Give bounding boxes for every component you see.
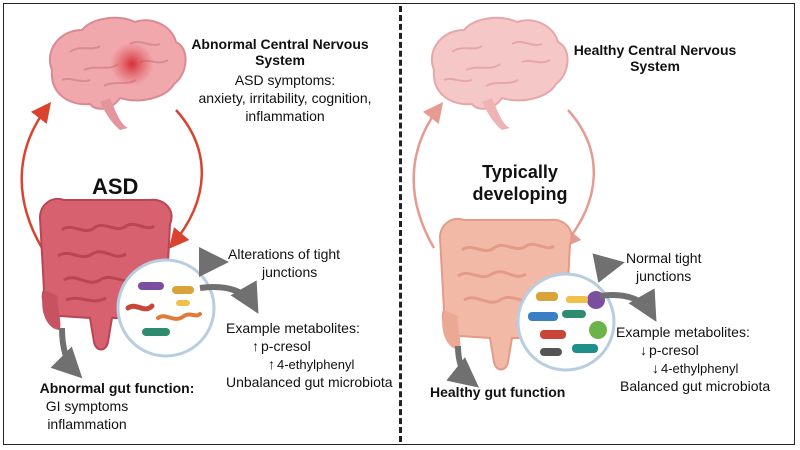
abnormal-cns-title: Abnormal Central Nervous System: [191, 36, 369, 69]
typically-label: Typically: [482, 162, 558, 182]
normal-tight-junctions-line1: Normal tight: [626, 250, 702, 266]
inflammation-label: inflammation: [47, 416, 127, 432]
figure-frame: [3, 3, 795, 445]
asd-symptoms-line2: inflammation: [245, 108, 325, 124]
healthy-gut-function-title: Healthy gut function: [430, 384, 566, 400]
increase-arrow-icon: ↑: [252, 338, 259, 354]
gut-to-brain-arrow-left: [20, 102, 52, 249]
panel-divider: [399, 6, 402, 442]
abnormal-brain-icon: [49, 16, 187, 130]
developing-label: developing: [472, 184, 568, 204]
metabolite-p-cresol-left: ↑p-cresol: [252, 338, 311, 354]
example-metabolites-title-left: Example metabolites:: [226, 320, 360, 336]
alterations-tight-junctions-line2: junctions: [262, 264, 318, 280]
asd-symptoms-title: ASD symptoms:: [234, 72, 336, 88]
microbiota-circle-left: [116, 258, 216, 358]
metabolite-4-ethylphenyl-left: ↑4-ethylphenyl: [268, 356, 355, 372]
arrow-to-gut-function-left: [50, 327, 83, 379]
gi-symptoms-label: GI symptoms: [45, 398, 129, 414]
arrow-to-gut-function-right: [446, 345, 480, 388]
increase-arrow-icon: ↑: [268, 356, 275, 372]
decrease-arrow-icon: ↓: [640, 342, 647, 358]
asd-symptoms-line1: anxiety, irritability, cognition,: [198, 90, 372, 106]
asd-label: ASD: [92, 174, 139, 199]
brain-to-gut-arrow-right: [560, 109, 596, 249]
normal-tight-junctions-line2: junctions: [636, 268, 692, 284]
brain-to-gut-arrow-left: [168, 109, 204, 249]
healthy-cns-title: Healthy Central Nervous System: [573, 42, 737, 75]
abnormal-gut-function-title: Abnormal gut function:: [39, 380, 195, 396]
example-metabolites-title-right: Example metabolites:: [616, 324, 750, 340]
microbiota-circle-right: [516, 272, 616, 372]
metabolite-4-ethylphenyl-right: ↓4-ethylphenyl: [652, 360, 739, 376]
arrow-to-tight-junctions-right: [592, 253, 625, 283]
unbalanced-microbiota-label: Unbalanced gut microbiota: [226, 374, 393, 390]
metabolite-p-cresol-right: ↓p-cresol: [640, 342, 699, 358]
gut-to-brain-arrow-right: [412, 102, 444, 249]
healthy-brain-icon: [431, 16, 569, 130]
balanced-microbiota-label: Balanced gut microbiota: [620, 378, 771, 394]
alterations-tight-junctions-line1: Alterations of tight: [228, 246, 341, 262]
arrow-to-metabolites-left: [199, 280, 259, 314]
arrow-to-metabolites-right: [599, 288, 657, 322]
decrease-arrow-icon: ↓: [652, 360, 659, 376]
